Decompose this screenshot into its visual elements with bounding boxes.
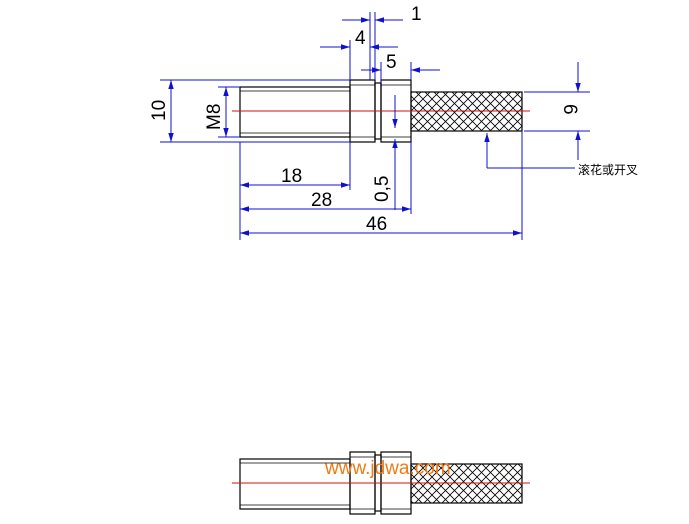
dim-5-label: 5 (386, 52, 397, 73)
dim-6-label: 6 (559, 104, 580, 115)
dim-28-label: 28 (311, 190, 332, 211)
dim-10-label: 10 (149, 100, 170, 121)
dim-46-label: 46 (366, 214, 387, 235)
dim-4-label: 4 (355, 28, 366, 49)
dimensions (160, 12, 590, 240)
watermark: www.jdwa.com (324, 458, 451, 479)
dim-18-label: 18 (281, 166, 302, 187)
top-view (232, 79, 530, 143)
dim-1-label: 1 (411, 4, 422, 25)
bottom-view (232, 451, 530, 515)
knurl-note: 滚花或开叉 (578, 162, 638, 177)
threaded-shank (239, 86, 351, 138)
knurled-pin (410, 91, 523, 132)
dim-05-label: 0,5 (372, 176, 393, 202)
knurled-pin-bottom (410, 463, 523, 504)
dim-m8-label: M8 (204, 104, 225, 130)
